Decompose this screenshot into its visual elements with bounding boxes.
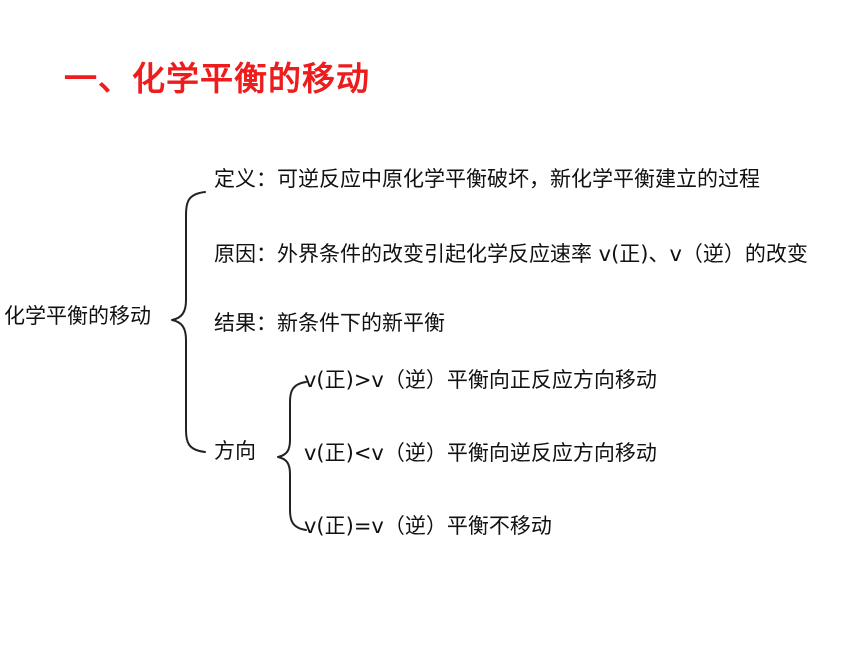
definition-branch: 定义：可逆反应中原化学平衡破坏，新化学平衡建立的过程 (214, 167, 760, 191)
cause-branch: 原因：外界条件的改变引起化学反应速率 v(正)、v（逆）的改变 (214, 242, 808, 266)
main-brace (171, 191, 206, 453)
result-branch: 结果：新条件下的新平衡 (214, 311, 445, 335)
direction-brace (277, 381, 307, 531)
root-node-label: 化学平衡的移动 (4, 304, 151, 328)
page-title: 一、化学平衡的移动 (64, 59, 370, 98)
direction-none: v(正)=v（逆）平衡不移动 (304, 514, 552, 538)
direction-reverse: v(正)<v（逆）平衡向逆反应方向移动 (304, 441, 657, 465)
direction-forward: v(正)>v（逆）平衡向正反应方向移动 (304, 368, 657, 392)
direction-branch: 方向 (214, 439, 256, 463)
